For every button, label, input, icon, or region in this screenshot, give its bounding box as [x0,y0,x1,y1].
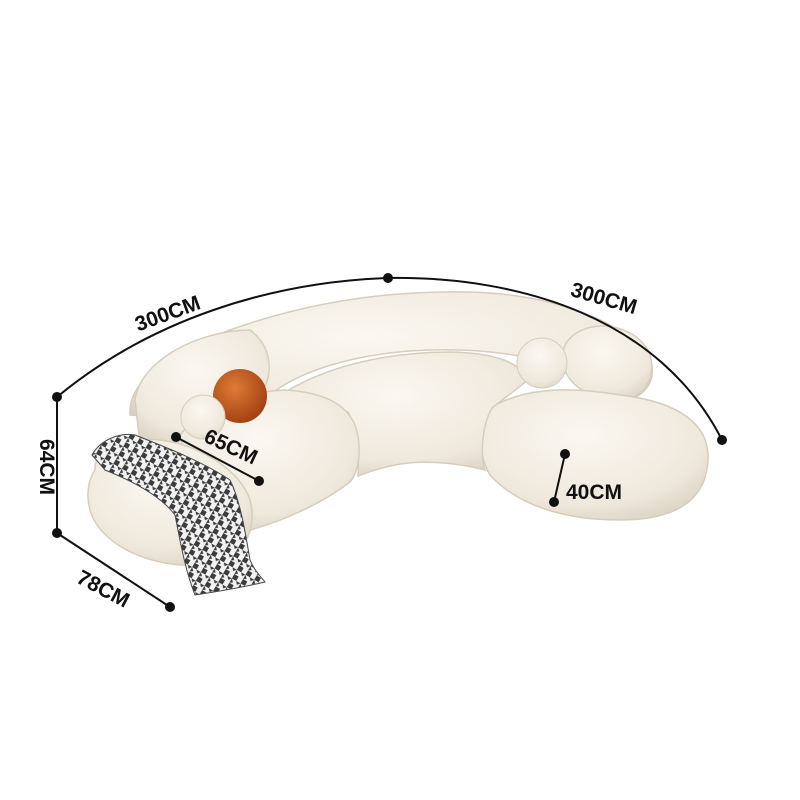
seat-depth-dimension-line [175,436,260,482]
dimension-points [52,273,727,612]
dimension-point [52,392,62,402]
sofa-seat-right [480,389,709,521]
sofa-left-armrest [134,329,270,446]
seat-height-dimension-line [553,453,566,503]
sofa-seat-middle [283,351,529,478]
houndstooth-blanket [91,433,266,596]
height-label: 64CM [35,439,58,495]
dimension-point [560,449,570,459]
depth-label: 78CM [73,566,133,613]
seat-height-label: 40CM [566,481,622,504]
left-length-label: 300CM [132,292,203,337]
white-round-pillow-right [516,337,568,389]
dimension-point [549,497,559,507]
depth-dimension-line [56,532,171,608]
dimension-point [717,435,727,445]
sofa-right-bolster [561,325,653,401]
dimension-point [165,602,175,612]
dimension-point [254,476,264,486]
dimension-point [171,432,181,442]
dimension-point [52,528,62,538]
white-round-pillow-left [180,394,226,440]
orange-round-pillow [213,369,267,423]
dimension-point [383,273,393,283]
